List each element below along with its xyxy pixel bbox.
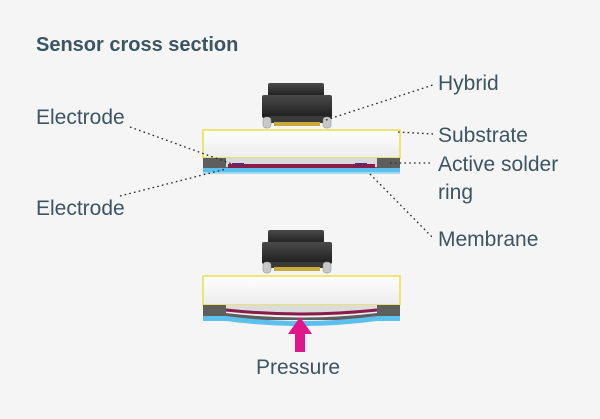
label-hybrid: Hybrid: [438, 72, 499, 95]
membrane: [203, 168, 400, 173]
hybrid-chip: [262, 83, 332, 129]
label-electrode-top: Electrode: [36, 106, 125, 129]
leader-substrate: [397, 131, 434, 135]
substrate-lower: [202, 275, 401, 306]
leader-membrane: [369, 173, 434, 239]
leader-electrode-top: [129, 126, 233, 165]
electrode-upper: [228, 164, 375, 168]
label-electrode-bottom: Electrode: [36, 197, 125, 220]
label-substrate: Substrate: [438, 124, 528, 147]
electrode-lower: [225, 308, 378, 316]
sensor-lower: [202, 230, 401, 326]
label-active-solder-ring-1: Active solder: [438, 153, 559, 176]
leader-hybrid: [325, 84, 434, 121]
sensor-upper: [202, 83, 401, 174]
hybrid-chip-lower: [262, 230, 332, 274]
label-active-solder-ring-2: ring: [438, 181, 474, 204]
substrate: [202, 129, 401, 159]
diagram-title: Sensor cross section: [36, 34, 239, 56]
label-membrane: Membrane: [438, 228, 539, 251]
arrow-up-icon: [288, 317, 312, 352]
leader-lines: [119, 84, 434, 239]
label-pressure: Pressure: [256, 356, 341, 379]
